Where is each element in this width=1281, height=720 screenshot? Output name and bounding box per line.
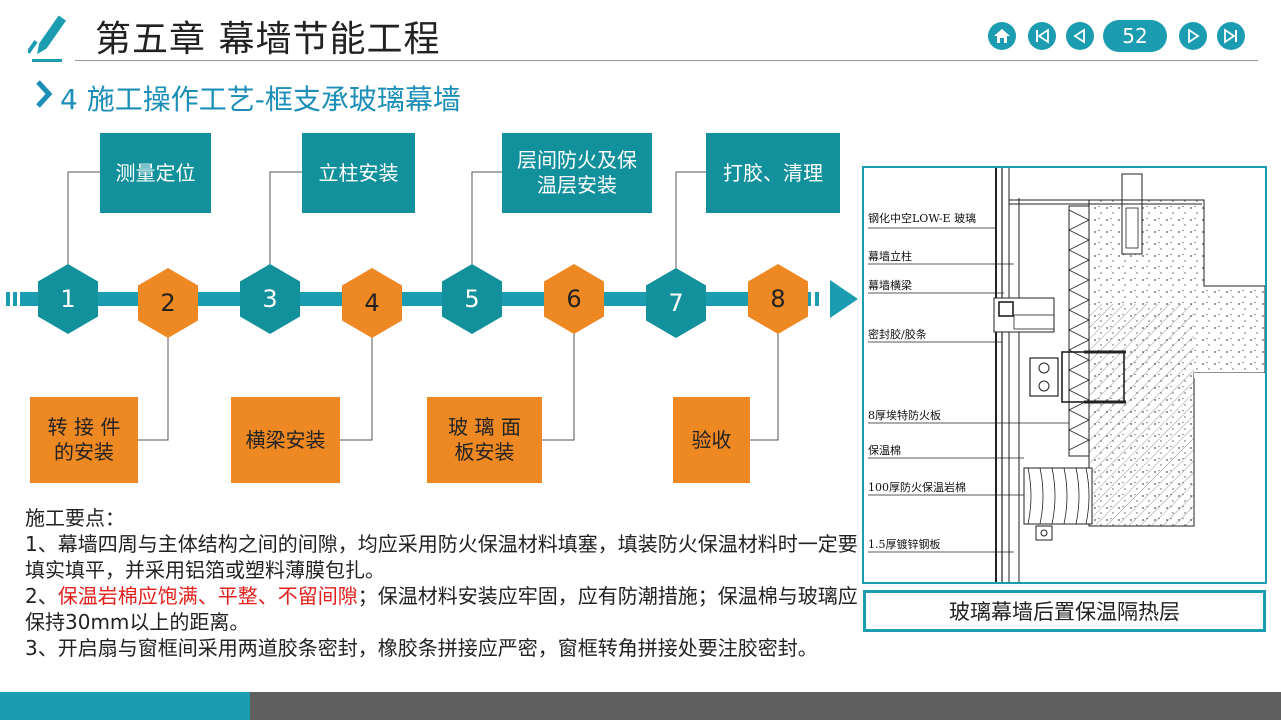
home-button[interactable] xyxy=(988,22,1016,50)
next-page-button[interactable] xyxy=(1179,22,1207,50)
step-label-connector: 转 接 件的安装 xyxy=(30,397,138,483)
note-2-highlight: 保温岩棉应饱满、平整、不留间隙 xyxy=(57,584,358,608)
prev-page-icon xyxy=(1073,28,1085,44)
prev-page-button[interactable] xyxy=(1066,22,1094,50)
page-number: 52 xyxy=(1103,20,1167,52)
insulation-detail-diagram: 钢化中空LOW-E 玻璃 幕墙立柱 幕墙横梁 密封胶/胶条 8厚埃特防火板 保温… xyxy=(862,166,1267,584)
last-page-icon xyxy=(1224,28,1237,44)
construction-notes: 施工要点： 1、幕墙四周与主体结构之间的间隙，均应采用防火保温材料填塞，填装防火… xyxy=(25,505,865,661)
diagram-caption: 玻璃幕墙后置保温隔热层 xyxy=(863,590,1266,632)
label-fire-board: 8厚埃特防火板 xyxy=(868,409,941,422)
header-divider xyxy=(75,60,1258,61)
note-1: 1、幕墙四周与主体结构之间的间隙，均应采用防火保温材料填塞，填装防火保温材料时一… xyxy=(25,532,858,582)
curtain-wall-section-drawing xyxy=(868,168,1266,582)
home-icon xyxy=(994,29,1010,43)
label-transom: 幕墙横梁 xyxy=(868,279,912,292)
label-insulation-wool: 保温棉 xyxy=(868,444,901,457)
step-label-survey: 测量定位 xyxy=(100,133,211,213)
footer-bar-accent xyxy=(0,692,250,720)
section-subtitle: 4 施工操作工艺-框支承玻璃幕墙 xyxy=(60,83,461,116)
first-page-button[interactable] xyxy=(1028,22,1056,50)
step-label-seal-clean: 打胶、清理 xyxy=(706,133,840,213)
step-label-beam: 横梁安装 xyxy=(231,397,340,483)
first-page-icon xyxy=(1036,28,1049,44)
step-label-column: 立柱安装 xyxy=(302,133,415,213)
label-sealant: 密封胶/胶条 xyxy=(868,328,927,341)
label-steel-sheet: 1.5厚镀锌钢板 xyxy=(868,538,941,551)
last-page-button[interactable] xyxy=(1217,22,1245,50)
label-mullion: 幕墙立柱 xyxy=(868,250,912,263)
note-3: 3、开启扇与窗框间采用两道胶条密封，橡胶条拼接应严密，窗框转角拼接处要注胶密封。 xyxy=(25,636,818,660)
notes-heading: 施工要点： xyxy=(25,506,125,530)
step-label-glass-panel: 玻 璃 面板安装 xyxy=(427,397,542,483)
label-lowe-glass: 钢化中空LOW-E 玻璃 xyxy=(868,212,977,225)
next-page-icon xyxy=(1188,28,1200,44)
chevron-right-icon xyxy=(35,79,53,113)
pencil-logo-icon xyxy=(26,12,70,64)
note-2: 2、保温岩棉应饱满、平整、不留间隙；保温材料安装应牢固，应有防潮措施；保温棉与玻… xyxy=(25,584,858,634)
step-label-acceptance: 验收 xyxy=(673,397,750,483)
footer-bar xyxy=(250,692,1281,720)
label-rock-wool: 100厚防火保温岩棉 xyxy=(868,481,966,494)
chapter-title: 第五章 幕墙节能工程 xyxy=(95,19,441,60)
step-label-fire-insulation: 层间防火及保温层安装 xyxy=(502,133,652,213)
